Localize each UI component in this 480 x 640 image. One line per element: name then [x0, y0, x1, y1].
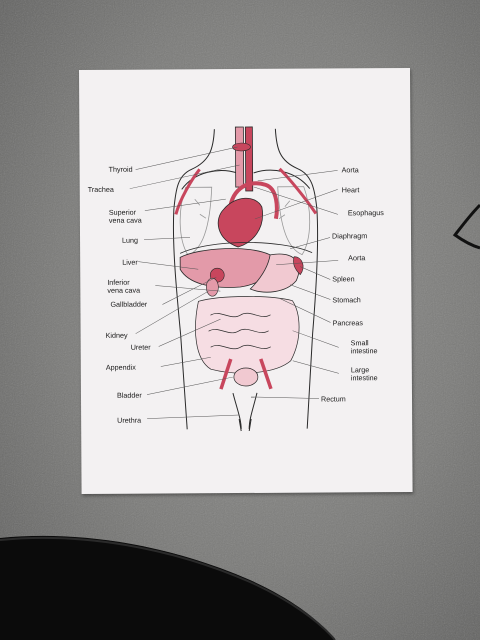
label-inferior-vena-cava: Inferior vena cava: [107, 277, 141, 295]
label-esophagus: Esophagus: [347, 208, 384, 218]
diaphragm: [179, 242, 313, 254]
thyroid: [232, 142, 251, 152]
label-diaphragm: Diaphragm: [331, 231, 368, 241]
label-aorta-mid: Aorta: [348, 253, 366, 263]
spleen: [293, 256, 304, 276]
label-ureter: Ureter: [130, 342, 151, 352]
label-gallbladder: Gallbladder: [110, 299, 148, 309]
label-bladder: Bladder: [116, 390, 142, 400]
anatomy-illustration: [129, 126, 339, 432]
label-superior-vena-cava: Superior vena cava: [108, 207, 142, 225]
label-small-intestine: Small intestine: [350, 338, 378, 356]
label-rectum: Rectum: [320, 394, 346, 404]
label-lung: Lung: [122, 235, 139, 245]
label-urethra: Urethra: [117, 415, 142, 425]
aorta: [174, 167, 318, 220]
label-trachea: Trachea: [87, 184, 114, 194]
vessels-lower: [219, 358, 273, 390]
label-large-intestine: Large intestine: [350, 365, 378, 383]
label-thyroid: Thyroid: [108, 164, 133, 174]
bladder: [233, 367, 259, 387]
label-stomach: Stomach: [332, 295, 361, 305]
label-liver: Liver: [122, 257, 138, 267]
trachea: [234, 126, 254, 192]
label-pancreas: Pancreas: [332, 318, 363, 328]
heart: [217, 197, 263, 248]
kidney: [206, 277, 219, 297]
anatomy-poster: Thyroid Trachea Superior vena cava Lung …: [79, 67, 413, 494]
label-kidney: Kidney: [105, 330, 128, 340]
body-outline: [172, 128, 319, 432]
label-heart: Heart: [341, 185, 360, 195]
label-appendix: Appendix: [105, 362, 136, 372]
label-spleen: Spleen: [332, 274, 355, 284]
label-aorta-top: Aorta: [341, 165, 359, 175]
intestines: [195, 296, 300, 374]
leader-lines: [129, 146, 339, 419]
